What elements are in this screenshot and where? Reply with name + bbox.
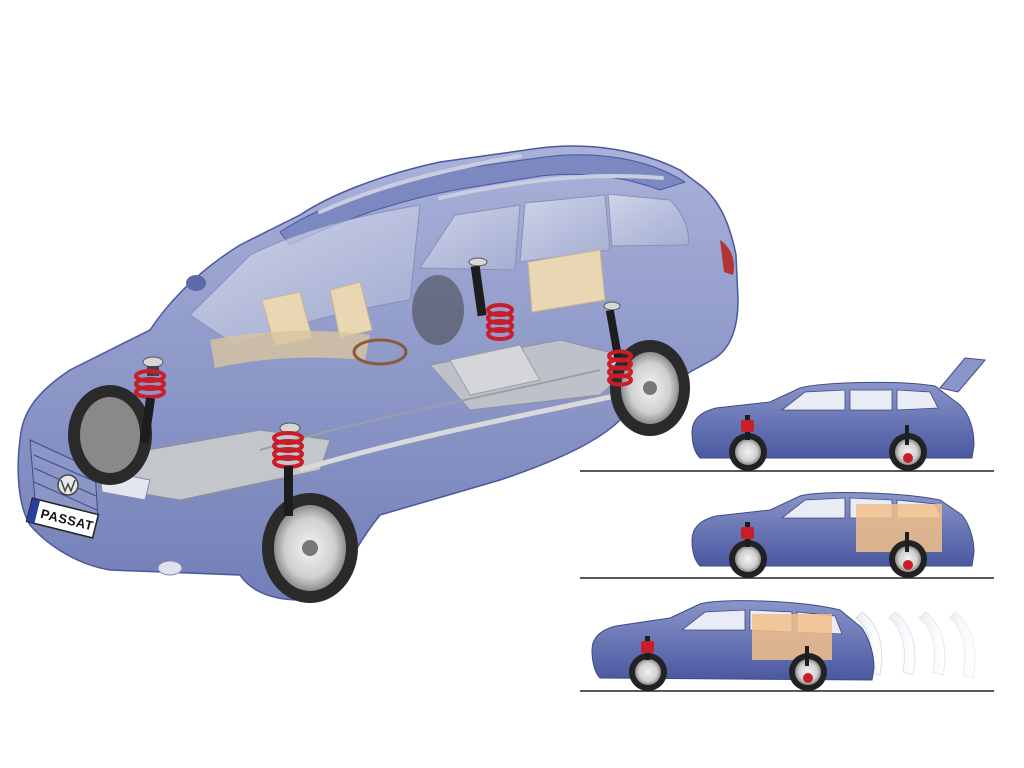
front-left-wheel xyxy=(68,385,152,485)
rear-right-coil-spring xyxy=(607,349,633,387)
cargo-load-box xyxy=(752,614,832,660)
side-windows xyxy=(780,389,939,411)
side-rear-damper xyxy=(805,646,809,666)
side-view-loaded-sag xyxy=(580,600,994,692)
rear-left-wheel xyxy=(412,275,464,345)
side-view-loaded xyxy=(580,492,994,579)
side-window-quarter xyxy=(607,193,689,247)
dashboard xyxy=(210,330,370,368)
front-left-strut xyxy=(134,356,166,444)
rear-left-coil-spring xyxy=(486,303,514,341)
front-right-damper xyxy=(284,466,293,516)
rear-left-damper-assembly xyxy=(468,257,514,341)
tail-light xyxy=(720,240,734,275)
side-rear-damper xyxy=(905,532,909,552)
vw-logo-icon xyxy=(57,474,79,496)
side-front-spring xyxy=(641,641,654,653)
fog-light xyxy=(157,560,183,576)
side-front-spring xyxy=(741,420,754,432)
steering-wheel xyxy=(352,338,408,366)
grille-bar xyxy=(33,454,97,483)
rear-right-damper xyxy=(605,309,623,359)
rear-seat xyxy=(527,249,606,313)
grille-bar xyxy=(33,481,98,511)
side-window-front xyxy=(419,204,521,271)
front-left-damper xyxy=(139,397,156,444)
side-mirror xyxy=(186,275,206,291)
side-rear-wheel xyxy=(889,433,927,471)
front-right-strut xyxy=(272,422,304,516)
open-tailgate xyxy=(939,357,986,393)
motion-trail xyxy=(855,611,976,679)
front-right-wheel xyxy=(262,493,358,603)
rear-right-wheel xyxy=(610,340,690,436)
fuel-tank xyxy=(449,344,541,396)
side-front-wheel xyxy=(729,433,767,471)
side-front-wheel xyxy=(729,540,767,578)
exhaust-line xyxy=(299,392,621,473)
side-front-wheel xyxy=(629,653,667,691)
roof-rail xyxy=(318,154,522,214)
front-seat xyxy=(329,281,373,339)
rear-left-damper xyxy=(470,265,487,317)
roof-rail-rear xyxy=(438,174,664,200)
side-rear-wheel xyxy=(889,540,927,578)
front-left-coil-spring xyxy=(134,369,166,399)
main-car-cutaway: PASSAT xyxy=(17,145,739,603)
side-rear-wheel xyxy=(789,653,827,691)
side-view-unloaded xyxy=(580,357,994,472)
rear-right-damper-assembly xyxy=(603,301,633,387)
side-rear-damper xyxy=(905,425,909,445)
side-front-spring xyxy=(741,527,754,539)
